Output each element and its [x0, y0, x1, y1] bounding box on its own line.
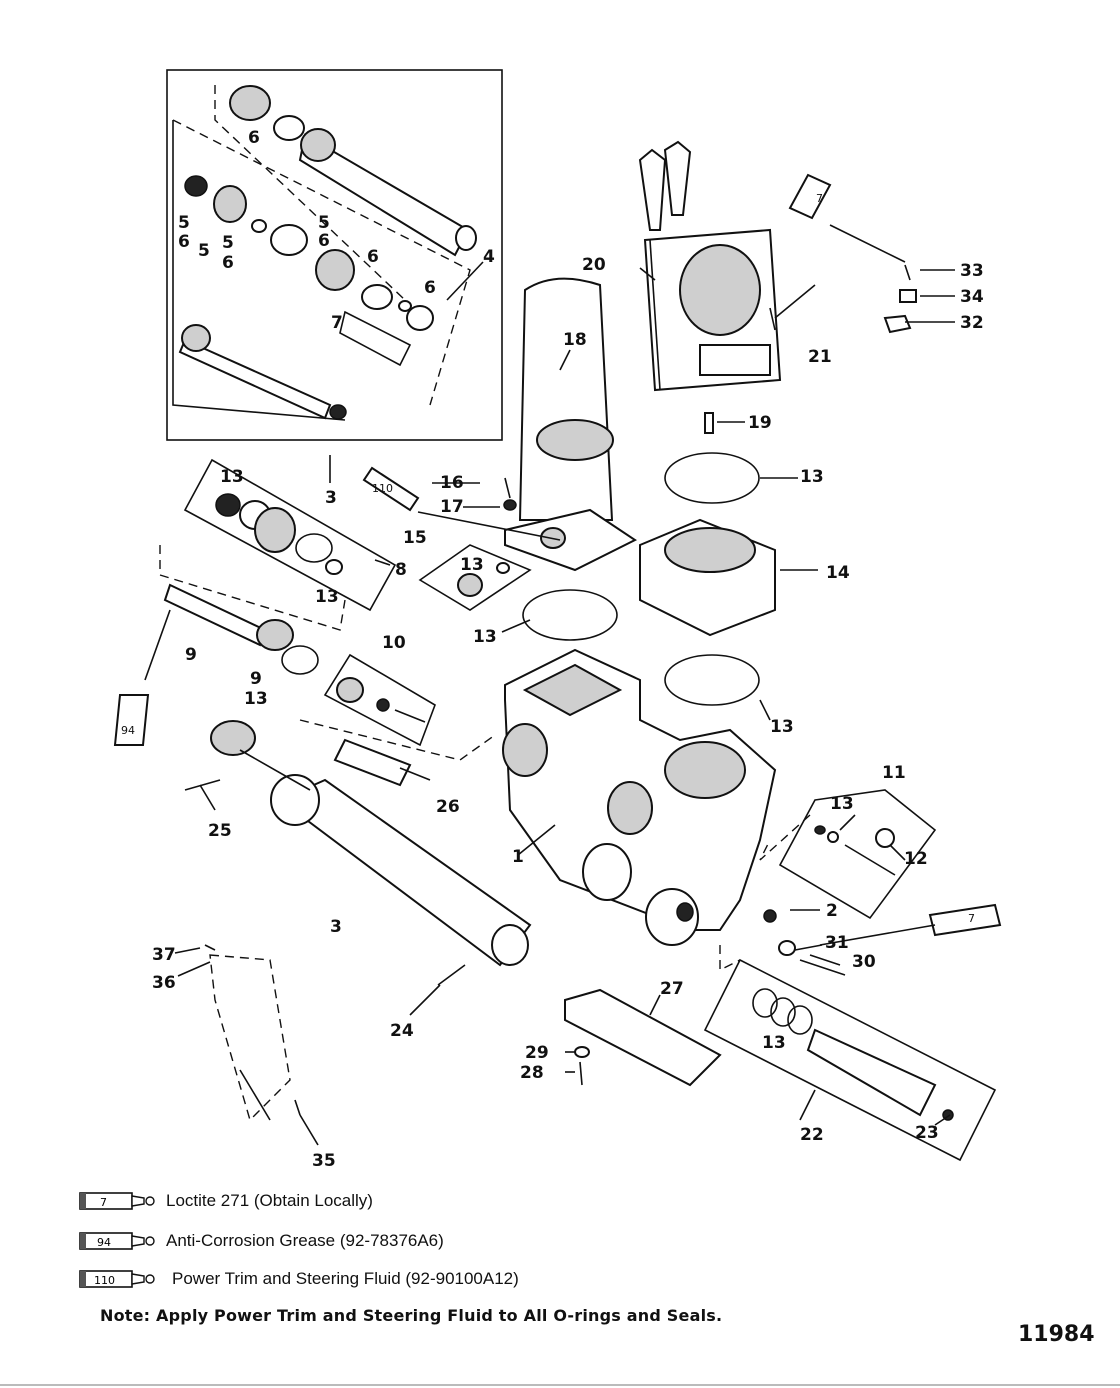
callout-9: 9 [185, 645, 197, 665]
callout-36: 36 [152, 973, 176, 993]
callout-3-cylinder: 3 [330, 917, 342, 937]
callout-30: 30 [852, 952, 876, 972]
callout-6: 6 [178, 232, 190, 252]
callout-13: 13 [460, 555, 484, 575]
legend-row-fluid: 110 Power Trim and Steering Fluid (92-90… [78, 1266, 519, 1292]
callout-12: 12 [904, 849, 928, 869]
callout-29: 29 [525, 1043, 549, 1063]
callout-5: 5 [178, 213, 190, 233]
callout-13: 13 [762, 1033, 786, 1053]
figure-number: 11984 [1018, 1322, 1095, 1347]
callout-13: 13 [473, 627, 497, 647]
callout-4: 4 [483, 247, 495, 267]
callout-13: 13 [315, 587, 339, 607]
valve-group-10 [299, 653, 496, 787]
callout-32: 32 [960, 313, 984, 333]
callout-6: 6 [222, 253, 234, 273]
valve-group-15 [418, 544, 532, 611]
trim-cylinder [210, 720, 532, 967]
callout-6: 6 [318, 231, 330, 251]
callout-13: 13 [244, 689, 268, 709]
callout-24: 24 [390, 1021, 414, 1041]
callout-14: 14 [826, 563, 850, 583]
callout-6: 6 [248, 128, 260, 148]
bracket [204, 944, 301, 1122]
legend-row-grease: 94 Anti-Corrosion Grease (92-78376A6) [78, 1228, 444, 1254]
callout-5: 5 [318, 213, 330, 233]
callout-23: 23 [915, 1123, 939, 1143]
callout-27: 27 [660, 979, 684, 999]
callout-18: 18 [563, 330, 587, 350]
callout-13: 13 [770, 717, 794, 737]
callout-numbers: 1 2 3 3 4 5 6 5 5 6 5 6 6 6 6 7 8 9 9 10… [152, 128, 984, 1171]
sealant-tube-icon: 94 [79, 1232, 155, 1250]
callout-9: 9 [250, 669, 262, 689]
leader-lines [144, 224, 955, 1146]
callout-13: 13 [830, 794, 854, 814]
callout-34: 34 [960, 287, 984, 307]
tube-label-7-right: 7 [968, 912, 975, 925]
callout-7: 7 [331, 313, 343, 333]
legend-text: Loctite 271 (Obtain Locally) [166, 1191, 373, 1210]
callout-33: 33 [960, 261, 984, 281]
plate-27 [564, 988, 722, 1087]
valve-group-8 [159, 458, 397, 651]
callout-22: 22 [800, 1125, 824, 1145]
callout-26: 26 [436, 797, 460, 817]
legend-tube-code: 7 [100, 1196, 107, 1209]
callout-25: 25 [208, 821, 232, 841]
pump-assembly [639, 518, 776, 637]
tube-label-94: 94 [121, 724, 135, 737]
callout-5: 5 [222, 233, 234, 253]
legend-text: Power Trim and Steering Fluid (92-90100A… [172, 1269, 519, 1288]
callout-2: 2 [826, 901, 838, 921]
callout-28: 28 [520, 1063, 544, 1083]
callout-3-inset: 3 [325, 488, 337, 508]
callout-5: 5 [198, 241, 210, 261]
legend-tube-code: 110 [94, 1274, 115, 1287]
callout-20: 20 [582, 255, 606, 275]
assembly-note: Note: Apply Power Trim and Steering Flui… [100, 1306, 723, 1325]
callout-16: 16 [440, 473, 464, 493]
callout-37: 37 [152, 945, 176, 965]
callout-21: 21 [808, 347, 832, 367]
valve-group-11 [759, 789, 937, 920]
legend-tube-code: 94 [97, 1236, 111, 1249]
cylinder-detail-inset [166, 69, 503, 441]
pump-motor-assembly [638, 140, 782, 392]
sealant-tubes [113, 173, 1002, 937]
callout-8: 8 [395, 560, 407, 580]
tube-label-7-top: 7 [816, 192, 823, 205]
reservoir [504, 277, 637, 572]
callout-35: 35 [312, 1151, 336, 1171]
valve-group-22 [703, 945, 997, 1162]
legend-text: Anti-Corrosion Grease (92-78376A6) [166, 1231, 444, 1250]
callout-17: 17 [440, 497, 464, 517]
o-rings [281, 452, 760, 706]
callout-13: 13 [220, 467, 244, 487]
bottom-rule [0, 1384, 1120, 1386]
manifold [502, 648, 777, 946]
legend-row-loctite: 7 Loctite 271 (Obtain Locally) [78, 1188, 373, 1214]
callout-11: 11 [882, 763, 906, 783]
hardware [184, 264, 917, 1086]
sealant-tube-icon: 7 [79, 1192, 155, 1210]
callout-1: 1 [512, 847, 524, 867]
callout-6: 6 [367, 247, 379, 267]
callout-15: 15 [403, 528, 427, 548]
sealant-tube-icon: 110 [79, 1270, 155, 1288]
tube-label-110: 110 [372, 482, 393, 495]
callout-10: 10 [382, 633, 406, 653]
callout-31: 31 [825, 933, 849, 953]
callout-13: 13 [800, 467, 824, 487]
callout-19: 19 [748, 413, 772, 433]
callout-6: 6 [424, 278, 436, 298]
